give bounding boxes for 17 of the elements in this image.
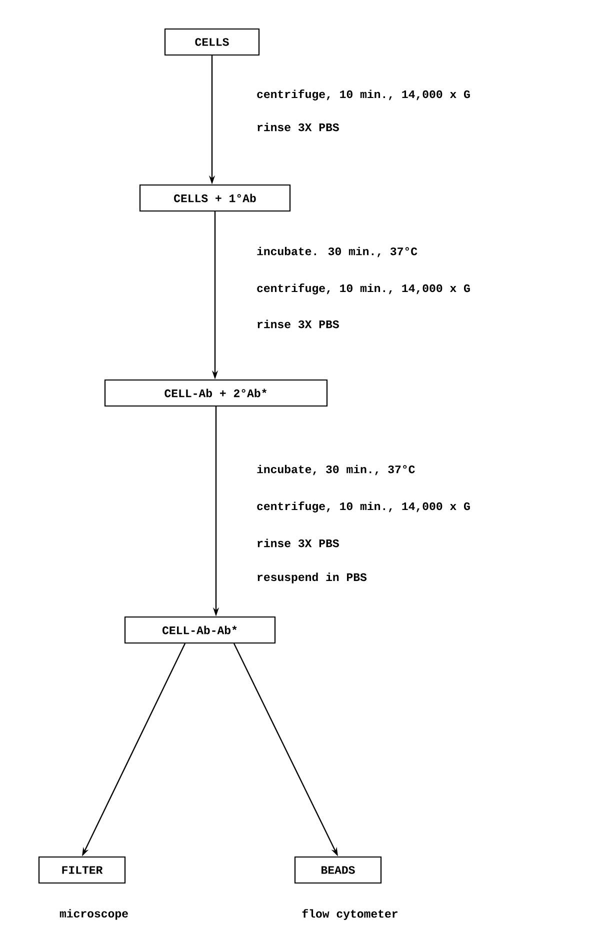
process-box: CELL-Ab + 2°Ab* — [104, 379, 328, 407]
process-box: CELL-Ab-Ab* — [124, 616, 276, 644]
step-note: centrifuge, 10 min., 14,000 x G — [257, 90, 470, 100]
step-note: rinse 3X PBS — [258, 320, 339, 328]
step-note: centrifuge, 10 min., 14,000 x G — [257, 502, 470, 512]
step-note: resuspend in PBS — [258, 572, 367, 584]
step-note: incubate, 30 min., 37°C — [257, 464, 415, 476]
step-note: rinse 3X PBS — [258, 538, 339, 548]
process-box: CELLS — [164, 28, 260, 56]
step-note: centrifuge, 10 min., 14,000 x G — [257, 284, 470, 294]
process-box: CELLS + 1°Ab — [139, 184, 291, 212]
process-box: BEADS — [294, 856, 382, 884]
node-caption: microscope — [60, 909, 128, 920]
process-box: FILTER — [38, 856, 126, 884]
step-note: incubate. 30 min., 37°C — [257, 246, 418, 258]
node-caption: flow cytometer — [302, 909, 398, 920]
step-note: rinse 3X PBS — [258, 122, 339, 132]
